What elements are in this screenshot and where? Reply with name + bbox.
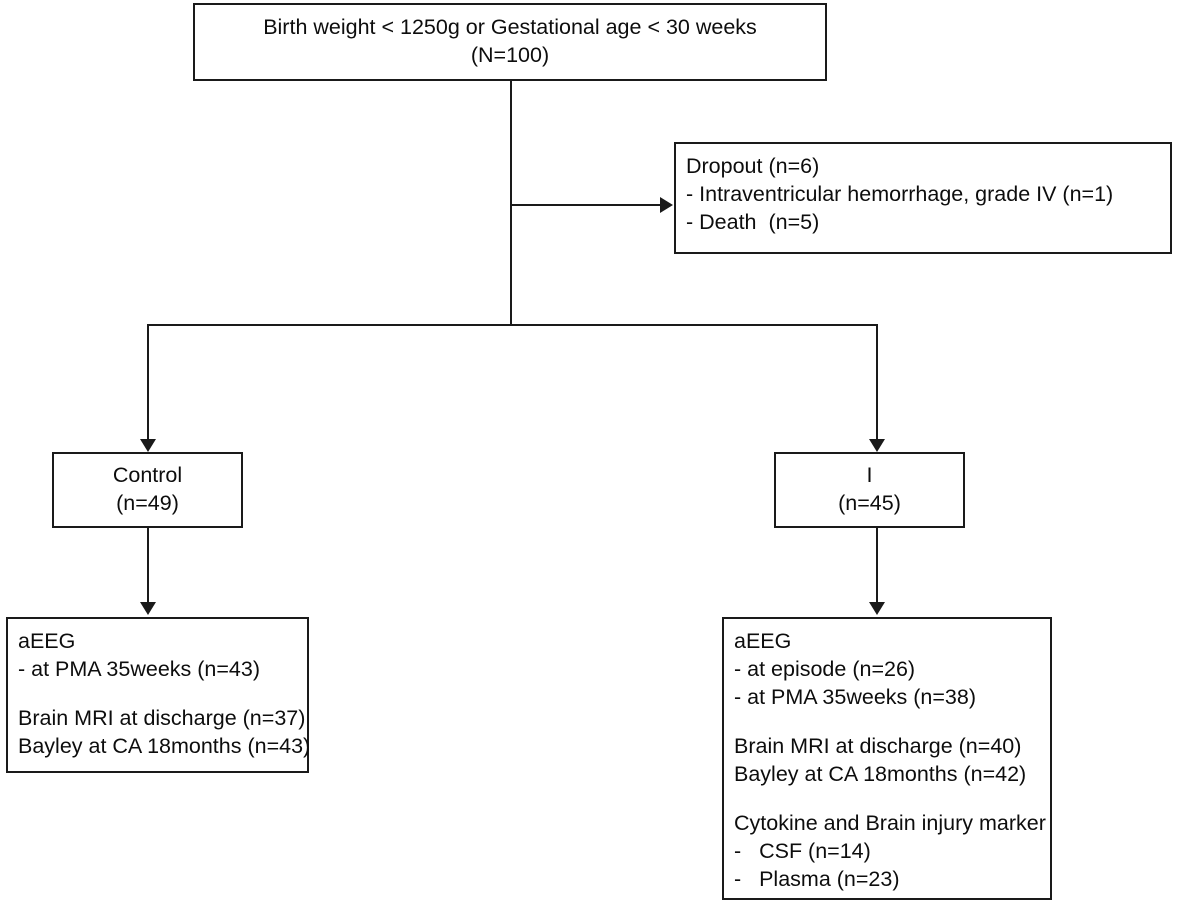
control-group-box: Control (n=49) [52,452,243,528]
dropout-total-line: Dropout (n=6) [686,154,820,178]
spine-vertical-line [510,81,512,325]
control-outcome-arrowhead-icon [140,602,156,615]
intervention-outcomes-box: aEEG - at episode (n=26) - at PMA 35week… [722,617,1052,900]
intervention-outcomes-spacer-2 [734,789,1050,810]
intervention-bayley-line: Bayley at CA 18months (n=42) [734,761,1027,786]
intervention-branch-arrowhead-icon [869,439,885,452]
enrollment-box: Birth weight < 1250g or Gestational age … [193,3,827,81]
control-mri-line: Brain MRI at discharge (n=37) [18,705,306,730]
control-branch-vertical-line [147,324,149,441]
intervention-aeeg-heading: aEEG [734,629,792,653]
enrollment-count-line: (N=100) [470,43,550,67]
control-outcome-connector-line [147,528,149,604]
group-split-horizontal-line [147,324,878,326]
dropout-ivh-line: - Intraventricular hemorrhage, grade IV … [686,181,1114,206]
dropout-box: Dropout (n=6) - Intraventricular hemorrh… [674,142,1172,254]
dropout-connector-line [510,204,662,206]
dropout-arrowhead-icon [660,197,673,213]
intervention-aeeg-pma-line: - at PMA 35weeks (n=38) [734,684,976,709]
intervention-group-label: I [866,463,873,488]
intervention-outcomes-spacer-1 [734,712,1050,733]
intervention-csf-line: - CSF (n=14) [734,838,871,863]
control-group-label: Control [112,463,183,488]
control-branch-arrowhead-icon [140,439,156,452]
intervention-outcome-arrowhead-icon [869,602,885,615]
control-bayley-line: Bayley at CA 18months (n=43) [18,733,311,758]
intervention-group-box: I (n=45) [774,452,965,528]
control-outcomes-box: aEEG - at PMA 35weeks (n=43) Brain MRI a… [6,617,311,773]
enrollment-criteria-line: Birth weight < 1250g or Gestational age … [263,15,757,40]
intervention-mri-line: Brain MRI at discharge (n=40) [734,733,1022,758]
dropout-death-line: - Death (n=5) [686,209,820,234]
control-aeeg-heading: aEEG [18,629,76,653]
intervention-biomarker-heading: Cytokine and Brain injury marker [734,810,1046,835]
control-aeeg-pma-line: - at PMA 35weeks (n=43) [18,656,260,681]
intervention-outcome-connector-line [876,528,878,604]
intervention-group-count: (n=45) [838,491,901,515]
intervention-aeeg-episode-line: - at episode (n=26) [734,656,916,681]
control-group-count: (n=49) [116,491,179,515]
intervention-plasma-line: - Plasma (n=23) [734,866,900,891]
control-outcomes-spacer [18,684,307,705]
intervention-branch-vertical-line [876,324,878,441]
